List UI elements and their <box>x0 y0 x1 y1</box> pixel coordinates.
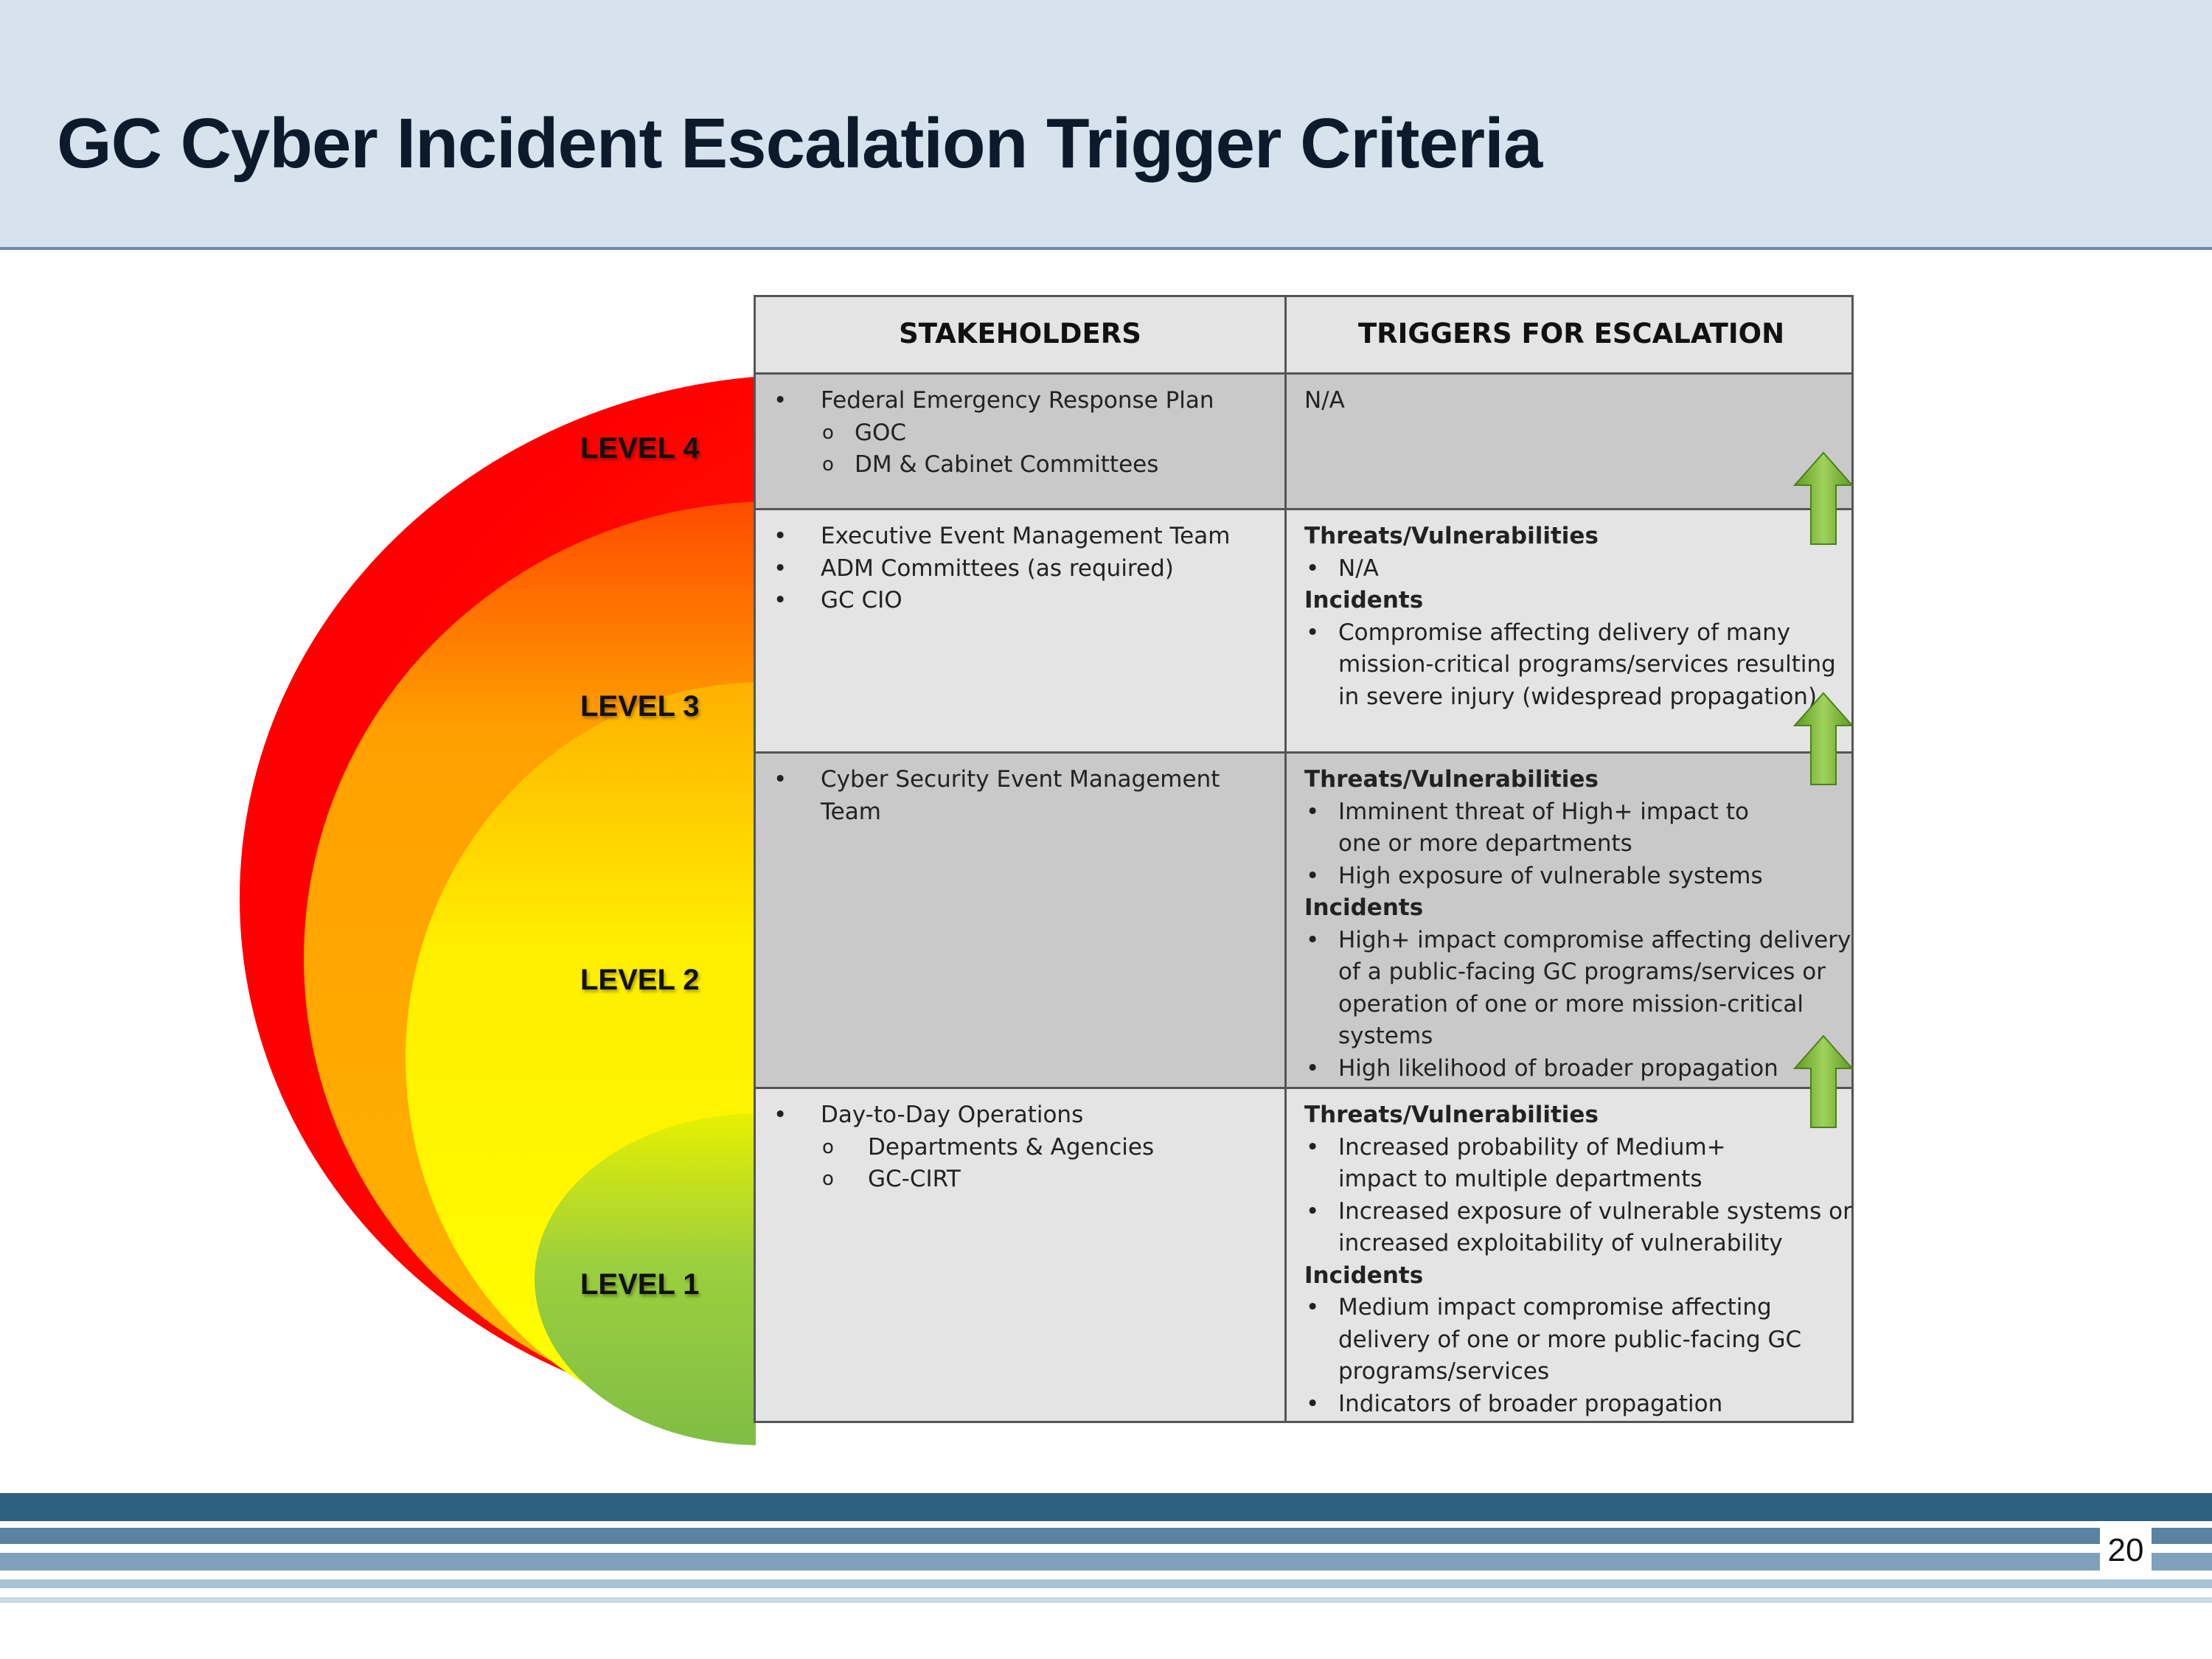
incidents-heading: Incidents <box>1304 587 1424 613</box>
trigger-text: N/A <box>1304 387 1345 414</box>
level-2-label: LEVEL 2 <box>580 964 700 996</box>
level-4-label: LEVEL 4 <box>580 432 700 465</box>
page-number: 20 <box>2100 1526 2152 1575</box>
escalation-arrow-up-icon <box>1793 692 1854 785</box>
table-row: •Executive Event Management Team •ADM Co… <box>756 510 1851 754</box>
threats-heading: Threats/Vulnerabilities <box>1304 1102 1599 1128</box>
slide-title: GC Cyber Incident Escalation Trigger Cri… <box>57 104 1543 183</box>
table-header-row: STAKEHOLDERS TRIGGERS FOR ESCALATION <box>756 297 1851 375</box>
threats-heading: Threats/Vulnerabilities <box>1304 766 1599 793</box>
triggers-cell: Threats/Vulnerabilities •N/A Incidents •… <box>1287 510 1856 751</box>
triggers-cell: N/A <box>1287 375 1856 508</box>
level-3-label: LEVEL 3 <box>580 690 700 723</box>
list-item: •Medium impact compromise affecting deli… <box>1306 1294 1802 1385</box>
list-item: •GC CIO <box>773 587 902 613</box>
list-item: •Increased probability of Medium+ impact… <box>1306 1133 1726 1193</box>
triggers-cell: Threats/Vulnerabilities •Increased proba… <box>1287 1089 1856 1421</box>
list-item: •Indicators of broader propagation <box>1306 1390 1723 1417</box>
footer-stripe <box>0 1553 2212 1571</box>
list-item: •Increased exposure of vulnerable system… <box>1306 1197 1852 1257</box>
footer-stripe <box>0 1528 2212 1544</box>
list-item: •High+ impact compromise affecting deliv… <box>1306 926 1851 1050</box>
list-item: •N/A <box>1306 554 1379 582</box>
list-item: •Federal Emergency Response Plan <box>773 387 1214 414</box>
incidents-heading: Incidents <box>1304 1262 1424 1289</box>
footer-stripe <box>0 1597 2212 1603</box>
title-banner: GC Cyber Incident Escalation Trigger Cri… <box>0 0 2212 250</box>
stakeholders-cell: •Cyber Security Event Management Team <box>756 754 1287 1087</box>
list-item: •High likelihood of broader propagation <box>1306 1054 1778 1082</box>
level-1-bubble <box>535 1113 756 1445</box>
level-1-label: LEVEL 1 <box>580 1268 700 1301</box>
triggers-cell: Threats/Vulnerabilities •Imminent threat… <box>1287 754 1856 1087</box>
list-item: •Cyber Security Event Management Team <box>773 766 1220 825</box>
escalation-arrow-up-icon <box>1793 1034 1854 1128</box>
stakeholders-cell: •Executive Event Management Team •ADM Co… <box>756 510 1287 751</box>
incidents-heading: Incidents <box>1304 894 1424 921</box>
list-item: •High exposure of vulnerable systems <box>1306 862 1763 889</box>
list-item: •Compromise affecting delivery of many m… <box>1306 619 1836 710</box>
list-item: •Day-to-Day Operations <box>773 1102 1084 1128</box>
list-item: •ADM Committees (as required) <box>773 554 1174 582</box>
footer-stripe <box>0 1579 2212 1588</box>
header-triggers: TRIGGERS FOR ESCALATION <box>1357 318 1785 349</box>
table-row: •Cyber Security Event Management Team Th… <box>756 754 1851 1089</box>
footer-stripe <box>0 1493 2212 1521</box>
list-item: •Executive Event Management Team <box>773 523 1231 549</box>
escalation-table: STAKEHOLDERS TRIGGERS FOR ESCALATION •Fe… <box>754 295 1854 1423</box>
list-item: •Imminent threat of High+ impact to one … <box>1306 798 1749 858</box>
header-stakeholders: STAKEHOLDERS <box>756 297 1287 372</box>
threats-heading: Threats/Vulnerabilities <box>1304 523 1599 549</box>
escalation-arrow-up-icon <box>1793 451 1854 545</box>
